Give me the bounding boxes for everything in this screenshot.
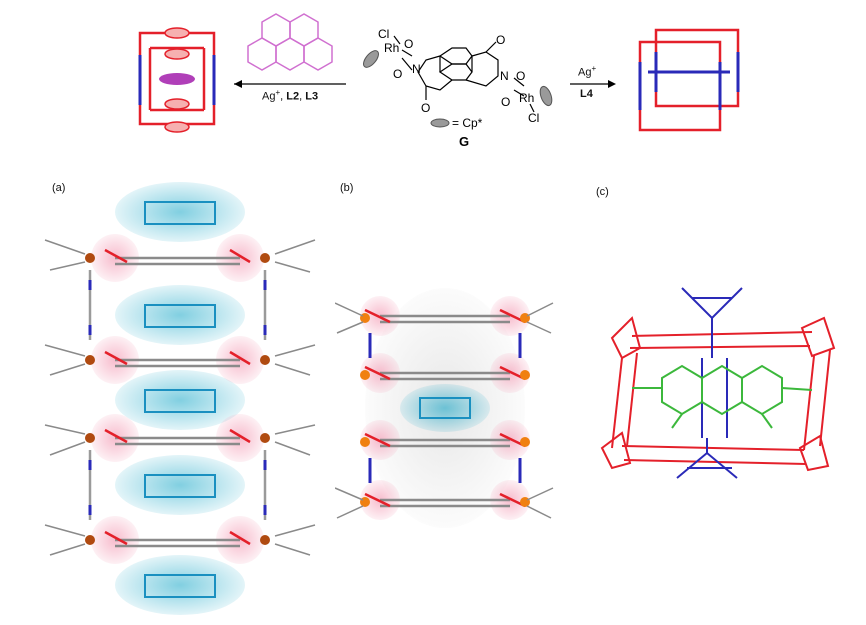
atom-o-left-2: O — [393, 67, 402, 81]
panel-label-b: (b) — [340, 182, 354, 194]
reagent-ag-right: Ag — [578, 66, 592, 79]
crystal-structure-a — [44, 182, 316, 615]
pillars-b — [368, 333, 522, 483]
pyrene-structure — [247, 13, 333, 71]
ring-top — [164, 27, 190, 39]
right-arrow-reagent-l4: L4 — [580, 88, 593, 100]
reagent-sep-1: , — [280, 90, 287, 103]
panel-label-c: (c) — [596, 186, 609, 198]
atom-rh-right: Rh — [519, 91, 534, 105]
atom-rh-left: Rh — [384, 41, 399, 55]
cp-sticks-a — [44, 239, 316, 556]
atom-o-right-1: O — [516, 69, 525, 83]
guest-rings-a — [144, 201, 216, 598]
guest-a-5 — [115, 555, 245, 615]
ring-bottom — [164, 121, 190, 133]
left-arrow-reagents: Ag+, L2, L3 — [262, 88, 318, 103]
atom-o-right-2: O — [501, 95, 510, 109]
right-arrow-reagent-top: Ag+ — [578, 64, 596, 79]
guest-b — [400, 384, 490, 432]
reagent-ag: Ag — [262, 90, 276, 103]
left-product-cage — [138, 27, 216, 133]
rh-centers-a — [104, 248, 251, 546]
rh-atoms-a — [85, 253, 270, 545]
panel-label-a: (a) — [52, 182, 66, 194]
rh-atoms-b — [360, 313, 530, 507]
red-host-frame-c — [600, 316, 836, 472]
host-plates-a — [115, 256, 240, 548]
right-product-cage — [638, 28, 740, 132]
reagent-sep-2: , — [299, 90, 306, 103]
cp-ellipse-left — [363, 50, 379, 68]
ring-upper — [164, 48, 190, 60]
guest-a-2 — [115, 285, 245, 345]
reagent-l3: L3 — [305, 90, 319, 103]
right-arrow — [570, 80, 616, 88]
reagent-ag-right-charge: + — [591, 64, 597, 73]
complex-label: G — [459, 134, 469, 149]
atom-o-left-1: O — [404, 37, 413, 51]
guest-ring-b — [419, 397, 471, 419]
ring-lower — [164, 98, 190, 110]
cp-legend-ellipse — [430, 118, 450, 128]
cp-sticks-b — [335, 302, 554, 519]
atom-cl-right: Cl — [528, 111, 539, 125]
pillar-n-a — [88, 280, 267, 515]
cp-ellipse-right — [539, 85, 553, 107]
complex-g — [393, 35, 535, 113]
atom-o-carbonyl-left: O — [421, 101, 430, 115]
crystal-structure-b — [335, 288, 554, 528]
guest-a-3 — [115, 370, 245, 430]
green-guest-c — [632, 364, 813, 429]
guest-ellipse — [159, 73, 195, 85]
reagent-l2: L2 — [286, 90, 300, 103]
crystal-structure-c — [600, 287, 836, 479]
atom-o-carbonyl-right: O — [496, 33, 505, 47]
atom-n-right: N — [500, 69, 509, 83]
left-arrow — [234, 80, 346, 88]
guest-a-4 — [115, 455, 245, 515]
atom-n-left: N — [412, 62, 421, 76]
atom-cl-left: Cl — [378, 27, 389, 41]
reagent-ag-charge: + — [275, 88, 281, 97]
reaction-scheme: Cl Rh O O N O O N O O Rh Cl = Cp* G — [138, 13, 740, 149]
blue-ligands-c — [676, 287, 743, 479]
guest-a-1 — [115, 182, 245, 242]
host-plates-b — [380, 314, 510, 508]
cp-legend-text: = Cp* — [452, 116, 483, 130]
